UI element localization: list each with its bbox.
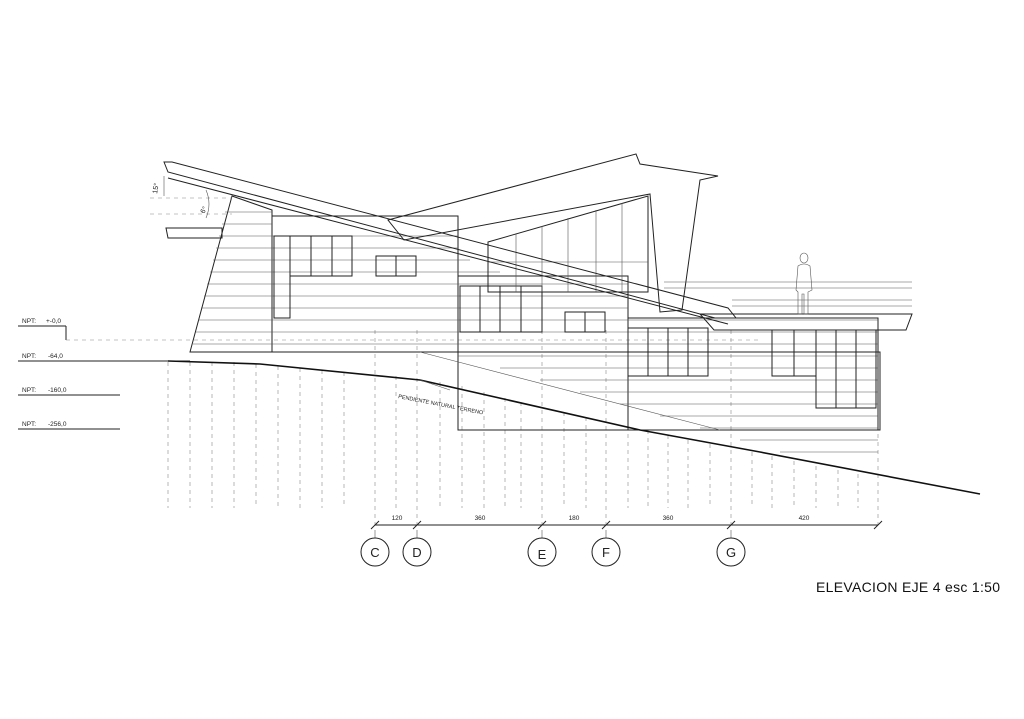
dimension-label: 180 <box>569 515 580 522</box>
level-value: +-0,0 <box>46 318 61 325</box>
axis-label: C <box>370 545 379 560</box>
level-marker-2: NPT: -160,0 <box>18 387 120 396</box>
dimension-label: 420 <box>799 515 810 522</box>
dimension-chain: 120 360 180 360 420 <box>370 515 883 530</box>
roof-angle-annotation: 15° 6° <box>150 176 232 219</box>
dimension-label: 120 <box>392 515 403 522</box>
dimension-label: 360 <box>475 515 486 522</box>
axis-bubble-f: F <box>591 530 621 567</box>
axis-bubble-d: D <box>402 530 432 567</box>
grid-axis-markers: C D E F G <box>360 530 746 567</box>
level-prefix: NPT: <box>22 387 36 394</box>
level-marker-3: NPT: -256,0 <box>18 421 120 430</box>
level-marker-0: NPT: +-0,0 <box>18 318 760 341</box>
axis-bubble-e: E <box>527 530 557 567</box>
foundation-grid <box>167 330 879 525</box>
level-value: -160,0 <box>48 387 67 394</box>
axis-bubble-c: C <box>360 530 390 567</box>
angle-label: 6° <box>199 205 209 215</box>
level-prefix: NPT: <box>22 421 36 428</box>
angle-label: 15° <box>151 182 161 194</box>
terrain-label: PENDIENTE NATURAL TERRENO <box>398 394 485 417</box>
building-elevation: 15° 6° <box>150 153 913 453</box>
terrain: PENDIENTE NATURAL TERRENO <box>167 351 981 495</box>
drawing-title: ELEVACION EJE 4 esc 1:50 <box>816 579 1001 595</box>
human-scale-figure <box>795 252 813 315</box>
level-marker-1: NPT: -64,0 <box>18 353 190 362</box>
axis-label: E <box>538 547 547 562</box>
axis-bubble-g: G <box>716 530 746 567</box>
level-value: -64,0 <box>48 353 63 360</box>
level-prefix: NPT: <box>22 353 36 360</box>
level-prefix: NPT: <box>22 318 36 325</box>
level-markers: NPT: +-0,0 NPT: -64,0 NPT: -160,0 NPT: -… <box>18 318 760 430</box>
axis-label: F <box>602 545 610 560</box>
axis-label: G <box>726 545 736 560</box>
level-value: -256,0 <box>48 421 67 428</box>
axis-label: D <box>412 545 421 560</box>
dimension-label: 360 <box>663 515 674 522</box>
